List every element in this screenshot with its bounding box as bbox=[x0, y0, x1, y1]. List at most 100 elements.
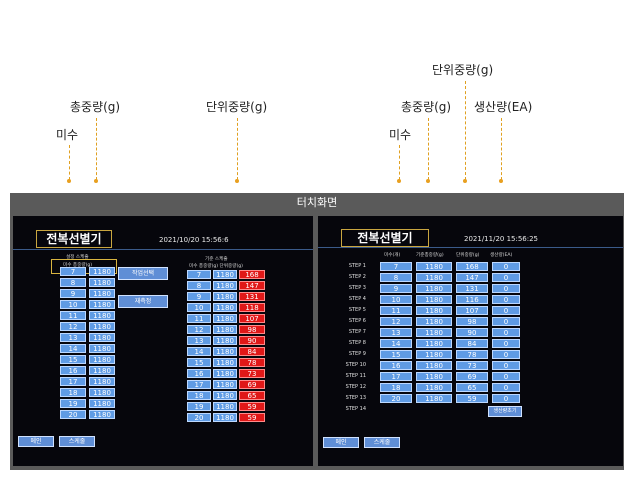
table-cell[interactable]: 1180 bbox=[416, 394, 452, 403]
table-cell[interactable]: 0 bbox=[492, 273, 520, 282]
table-cell[interactable]: 12 bbox=[60, 322, 86, 331]
table-cell[interactable]: 1180 bbox=[213, 391, 237, 400]
table-cell[interactable]: 0 bbox=[492, 295, 520, 304]
schedule-button[interactable]: 스케줄 bbox=[59, 436, 95, 447]
table-cell[interactable]: 1180 bbox=[89, 377, 115, 386]
table-cell[interactable]: 0 bbox=[492, 350, 520, 359]
table-cell[interactable]: 15 bbox=[380, 350, 412, 359]
table-cell[interactable]: 10 bbox=[380, 295, 412, 304]
table-cell[interactable]: 1180 bbox=[416, 361, 452, 370]
table-cell[interactable]: 16 bbox=[187, 369, 211, 378]
table-cell[interactable]: 168 bbox=[456, 262, 488, 271]
table-cell[interactable]: 0 bbox=[492, 394, 520, 403]
reweigh-button[interactable]: 재측정 bbox=[118, 295, 168, 308]
table-cell[interactable]: 1180 bbox=[416, 339, 452, 348]
table-cell[interactable]: 7 bbox=[380, 262, 412, 271]
table-cell[interactable]: 15 bbox=[187, 358, 211, 367]
table-cell[interactable]: 98 bbox=[456, 317, 488, 326]
table-cell[interactable]: 14 bbox=[187, 347, 211, 356]
table-cell[interactable]: 116 bbox=[456, 295, 488, 304]
table-cell[interactable]: 1180 bbox=[89, 410, 115, 419]
table-cell[interactable]: 20 bbox=[60, 410, 86, 419]
table-cell[interactable]: 16 bbox=[380, 361, 412, 370]
table-cell[interactable]: 1180 bbox=[89, 366, 115, 375]
table-cell[interactable]: 9 bbox=[187, 292, 211, 301]
table-cell[interactable]: 15 bbox=[60, 355, 86, 364]
table-cell[interactable]: 1180 bbox=[416, 317, 452, 326]
table-cell[interactable]: 1180 bbox=[416, 295, 452, 304]
table-cell[interactable]: 0 bbox=[492, 328, 520, 337]
table-cell[interactable]: 1180 bbox=[416, 383, 452, 392]
table-cell[interactable]: 1180 bbox=[213, 358, 237, 367]
table-cell[interactable]: 147 bbox=[239, 281, 265, 290]
table-cell[interactable]: 14 bbox=[60, 344, 86, 353]
table-cell[interactable]: 168 bbox=[239, 270, 265, 279]
table-cell[interactable]: 1180 bbox=[416, 262, 452, 271]
table-cell[interactable]: 1180 bbox=[213, 270, 237, 279]
table-cell[interactable]: 90 bbox=[456, 328, 488, 337]
table-cell[interactable]: 1180 bbox=[213, 402, 237, 411]
schedule-button[interactable]: 스케줄 bbox=[364, 437, 400, 448]
table-cell[interactable]: 1180 bbox=[89, 289, 115, 298]
table-cell[interactable]: 14 bbox=[380, 339, 412, 348]
table-cell[interactable]: 0 bbox=[492, 306, 520, 315]
table-cell[interactable]: 9 bbox=[380, 284, 412, 293]
table-cell[interactable]: 7 bbox=[187, 270, 211, 279]
main-button[interactable]: 메인 bbox=[323, 437, 359, 448]
table-cell[interactable]: 8 bbox=[60, 278, 86, 287]
table-cell[interactable]: 1180 bbox=[416, 306, 452, 315]
table-cell[interactable]: 10 bbox=[187, 303, 211, 312]
reset-production-button[interactable]: 생산량초기 bbox=[488, 406, 522, 417]
table-cell[interactable]: 0 bbox=[492, 339, 520, 348]
select-job-button[interactable]: 작업선택 bbox=[118, 267, 168, 280]
table-cell[interactable]: 19 bbox=[60, 399, 86, 408]
table-cell[interactable]: 1180 bbox=[89, 278, 115, 287]
table-cell[interactable]: 7 bbox=[60, 267, 86, 276]
table-cell[interactable]: 107 bbox=[239, 314, 265, 323]
table-cell[interactable]: 1180 bbox=[416, 273, 452, 282]
table-cell[interactable]: 69 bbox=[456, 372, 488, 381]
table-cell[interactable]: 1180 bbox=[213, 347, 237, 356]
table-cell[interactable]: 18 bbox=[187, 391, 211, 400]
table-cell[interactable]: 17 bbox=[60, 377, 86, 386]
table-cell[interactable]: 1180 bbox=[89, 322, 115, 331]
table-cell[interactable]: 20 bbox=[380, 394, 412, 403]
table-cell[interactable]: 1180 bbox=[213, 413, 237, 422]
table-cell[interactable]: 1180 bbox=[416, 284, 452, 293]
table-cell[interactable]: 1180 bbox=[416, 350, 452, 359]
table-cell[interactable]: 78 bbox=[239, 358, 265, 367]
table-cell[interactable]: 0 bbox=[492, 284, 520, 293]
table-cell[interactable]: 12 bbox=[187, 325, 211, 334]
table-cell[interactable]: 131 bbox=[456, 284, 488, 293]
table-cell[interactable]: 0 bbox=[492, 372, 520, 381]
table-cell[interactable]: 18 bbox=[380, 383, 412, 392]
table-cell[interactable]: 90 bbox=[239, 336, 265, 345]
table-cell[interactable]: 13 bbox=[60, 333, 86, 342]
table-cell[interactable]: 84 bbox=[456, 339, 488, 348]
table-cell[interactable]: 11 bbox=[187, 314, 211, 323]
table-cell[interactable]: 59 bbox=[239, 413, 265, 422]
table-cell[interactable]: 13 bbox=[380, 328, 412, 337]
table-cell[interactable]: 10 bbox=[60, 300, 86, 309]
table-cell[interactable]: 17 bbox=[187, 380, 211, 389]
table-cell[interactable]: 16 bbox=[60, 366, 86, 375]
table-cell[interactable]: 0 bbox=[492, 262, 520, 271]
table-cell[interactable]: 9 bbox=[60, 289, 86, 298]
table-cell[interactable]: 1180 bbox=[89, 311, 115, 320]
table-cell[interactable]: 19 bbox=[187, 402, 211, 411]
table-cell[interactable]: 59 bbox=[456, 394, 488, 403]
main-button[interactable]: 메인 bbox=[18, 436, 54, 447]
table-cell[interactable]: 12 bbox=[380, 317, 412, 326]
table-cell[interactable]: 8 bbox=[380, 273, 412, 282]
table-cell[interactable]: 59 bbox=[239, 402, 265, 411]
table-cell[interactable]: 1180 bbox=[213, 380, 237, 389]
table-cell[interactable]: 1180 bbox=[89, 267, 115, 276]
table-cell[interactable]: 84 bbox=[239, 347, 265, 356]
table-cell[interactable]: 17 bbox=[380, 372, 412, 381]
table-cell[interactable]: 8 bbox=[187, 281, 211, 290]
table-cell[interactable]: 0 bbox=[492, 361, 520, 370]
table-cell[interactable]: 11 bbox=[60, 311, 86, 320]
table-cell[interactable]: 1180 bbox=[89, 355, 115, 364]
table-cell[interactable]: 1180 bbox=[89, 333, 115, 342]
table-cell[interactable]: 18 bbox=[60, 388, 86, 397]
